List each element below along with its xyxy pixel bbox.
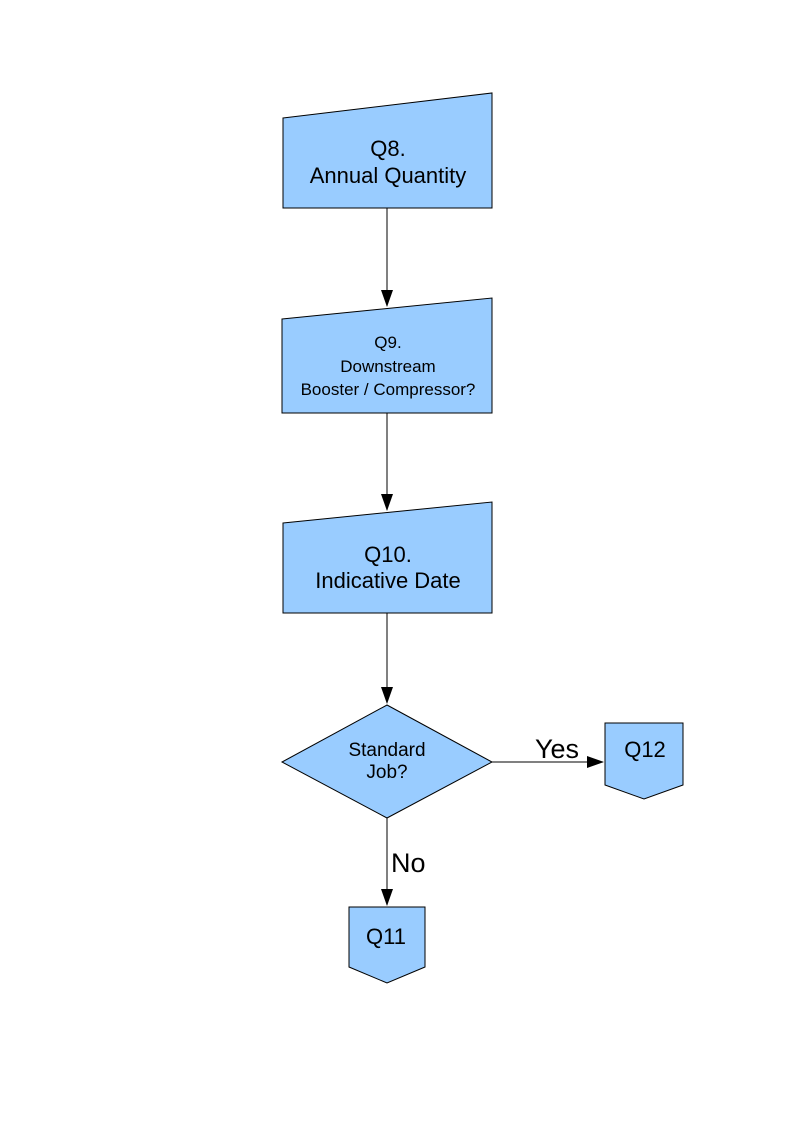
- node-q10: Q10. Indicative Date: [282, 501, 493, 614]
- node-q9: Q9. Downstream Booster / Compressor?: [281, 297, 493, 414]
- q10-label-line-1: Q10.: [364, 542, 412, 567]
- q11-connector-shape: [348, 906, 426, 984]
- node-q8: Q8. Annual Quantity: [282, 92, 493, 209]
- q9-shape: [281, 297, 493, 414]
- q11-label: Q11: [366, 924, 406, 949]
- q10-label-line-2: Indicative Date: [315, 568, 461, 593]
- q8-shape: [282, 92, 493, 209]
- q12-label: Q12: [624, 737, 666, 762]
- q8-label-line-2: Annual Quantity: [310, 163, 467, 188]
- q9-label-line-3: Booster / Compressor?: [301, 380, 476, 399]
- node-standard-job-decision: Standard Job?: [280, 704, 494, 819]
- yes-edge-label: Yes: [535, 734, 579, 764]
- decision-label-line-2: Job?: [366, 762, 407, 783]
- q10-shape: [282, 501, 493, 614]
- q12-connector-shape: [604, 722, 684, 800]
- no-edge-label: No: [391, 848, 426, 878]
- node-q12: Q12: [604, 722, 684, 800]
- decision-label-line-1: Standard: [348, 740, 425, 761]
- q9-label-line-2: Downstream: [340, 357, 435, 376]
- node-q11: Q11: [348, 906, 426, 984]
- q8-label-line-1: Q8.: [370, 136, 405, 161]
- q9-label-line-1: Q9.: [374, 333, 401, 352]
